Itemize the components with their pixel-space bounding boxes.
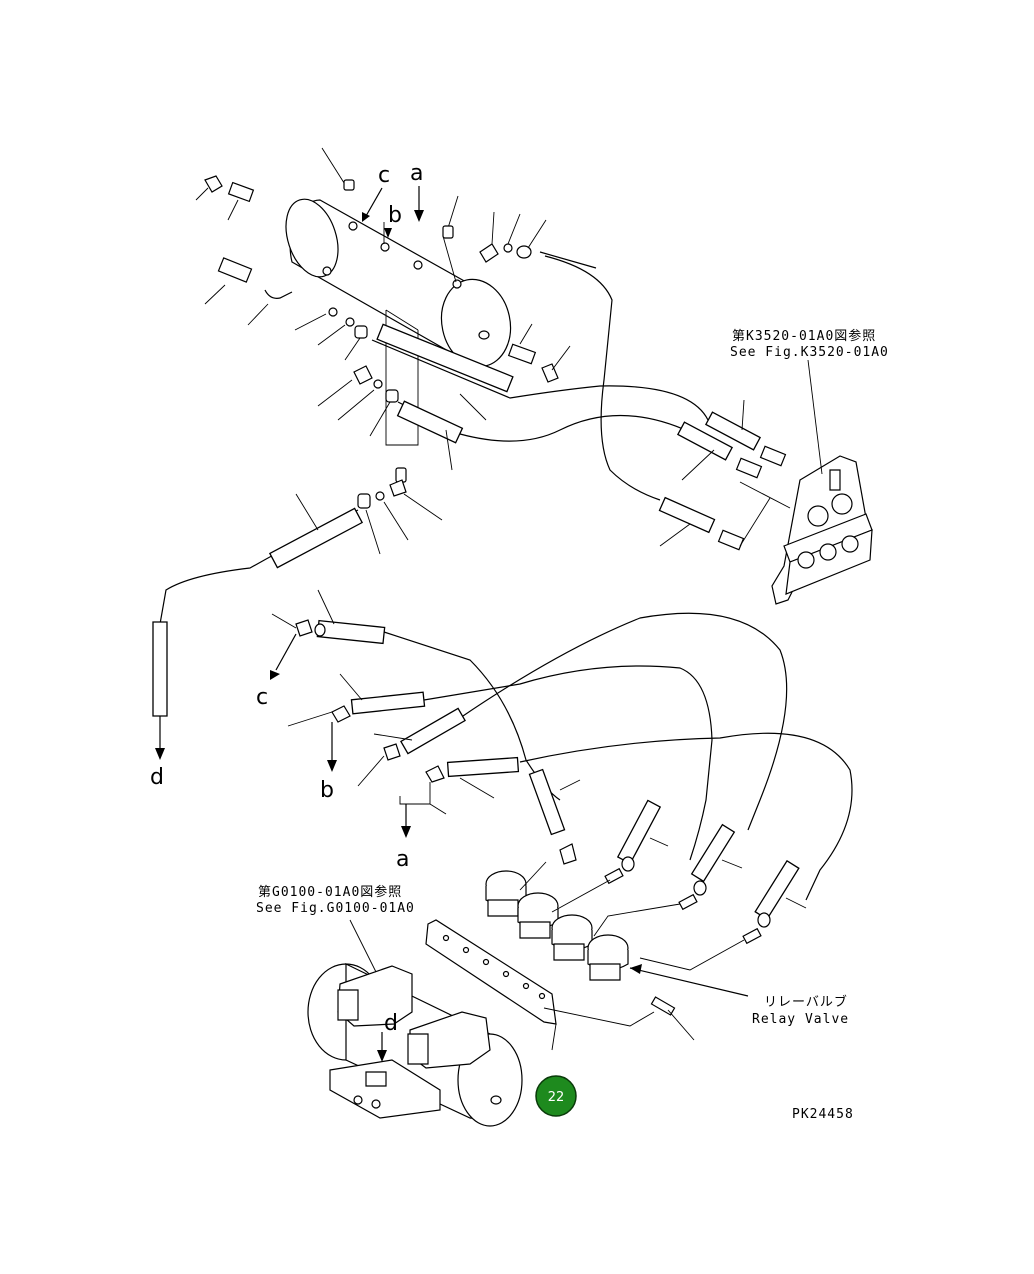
relay-valve-4	[588, 935, 628, 980]
relay-valve-label-jp: リレーバルブ	[764, 994, 848, 1010]
relay-valve-2	[518, 893, 558, 938]
relay-valve-label-en: Relay Valve	[752, 1012, 849, 1027]
right-bracket-assembly	[772, 360, 872, 604]
label-b-top: b	[388, 203, 402, 228]
relay-valve-1	[486, 871, 526, 916]
label-d-left: d	[150, 765, 164, 790]
relay-hoses	[270, 590, 852, 943]
lower-assembly	[308, 920, 694, 1126]
ref-g0100-jp: 第G0100-01A0図参照	[258, 884, 402, 900]
reference-notes: 第K3520-01A0図参照 See Fig.K3520-01A0 第G0100…	[256, 328, 889, 1122]
upper-hoses	[372, 252, 790, 550]
label-a-mid: a	[396, 847, 409, 872]
figure-code: PK24458	[792, 1107, 854, 1122]
connection-labels: a c b c b a d d	[150, 161, 424, 1036]
relay-valves	[486, 862, 748, 996]
ref-g0100-en: See Fig.G0100-01A0	[256, 901, 415, 916]
page-badge-number[interactable]: 22	[548, 1090, 565, 1105]
tank-fittings	[196, 148, 570, 554]
hose-to-d	[153, 494, 362, 760]
air-tank	[277, 193, 519, 374]
label-c-top: c	[378, 163, 390, 188]
label-d-bottom: d	[384, 1011, 398, 1036]
page-badge[interactable]: 22	[536, 1076, 576, 1116]
label-a-top: a	[410, 161, 423, 186]
relay-valve-3	[552, 915, 592, 960]
ref-k3520-jp: 第K3520-01A0図参照	[732, 328, 876, 344]
ref-k3520-en: See Fig.K3520-01A0	[730, 345, 889, 360]
label-c-mid: c	[256, 685, 268, 710]
label-b-mid: b	[320, 778, 334, 803]
